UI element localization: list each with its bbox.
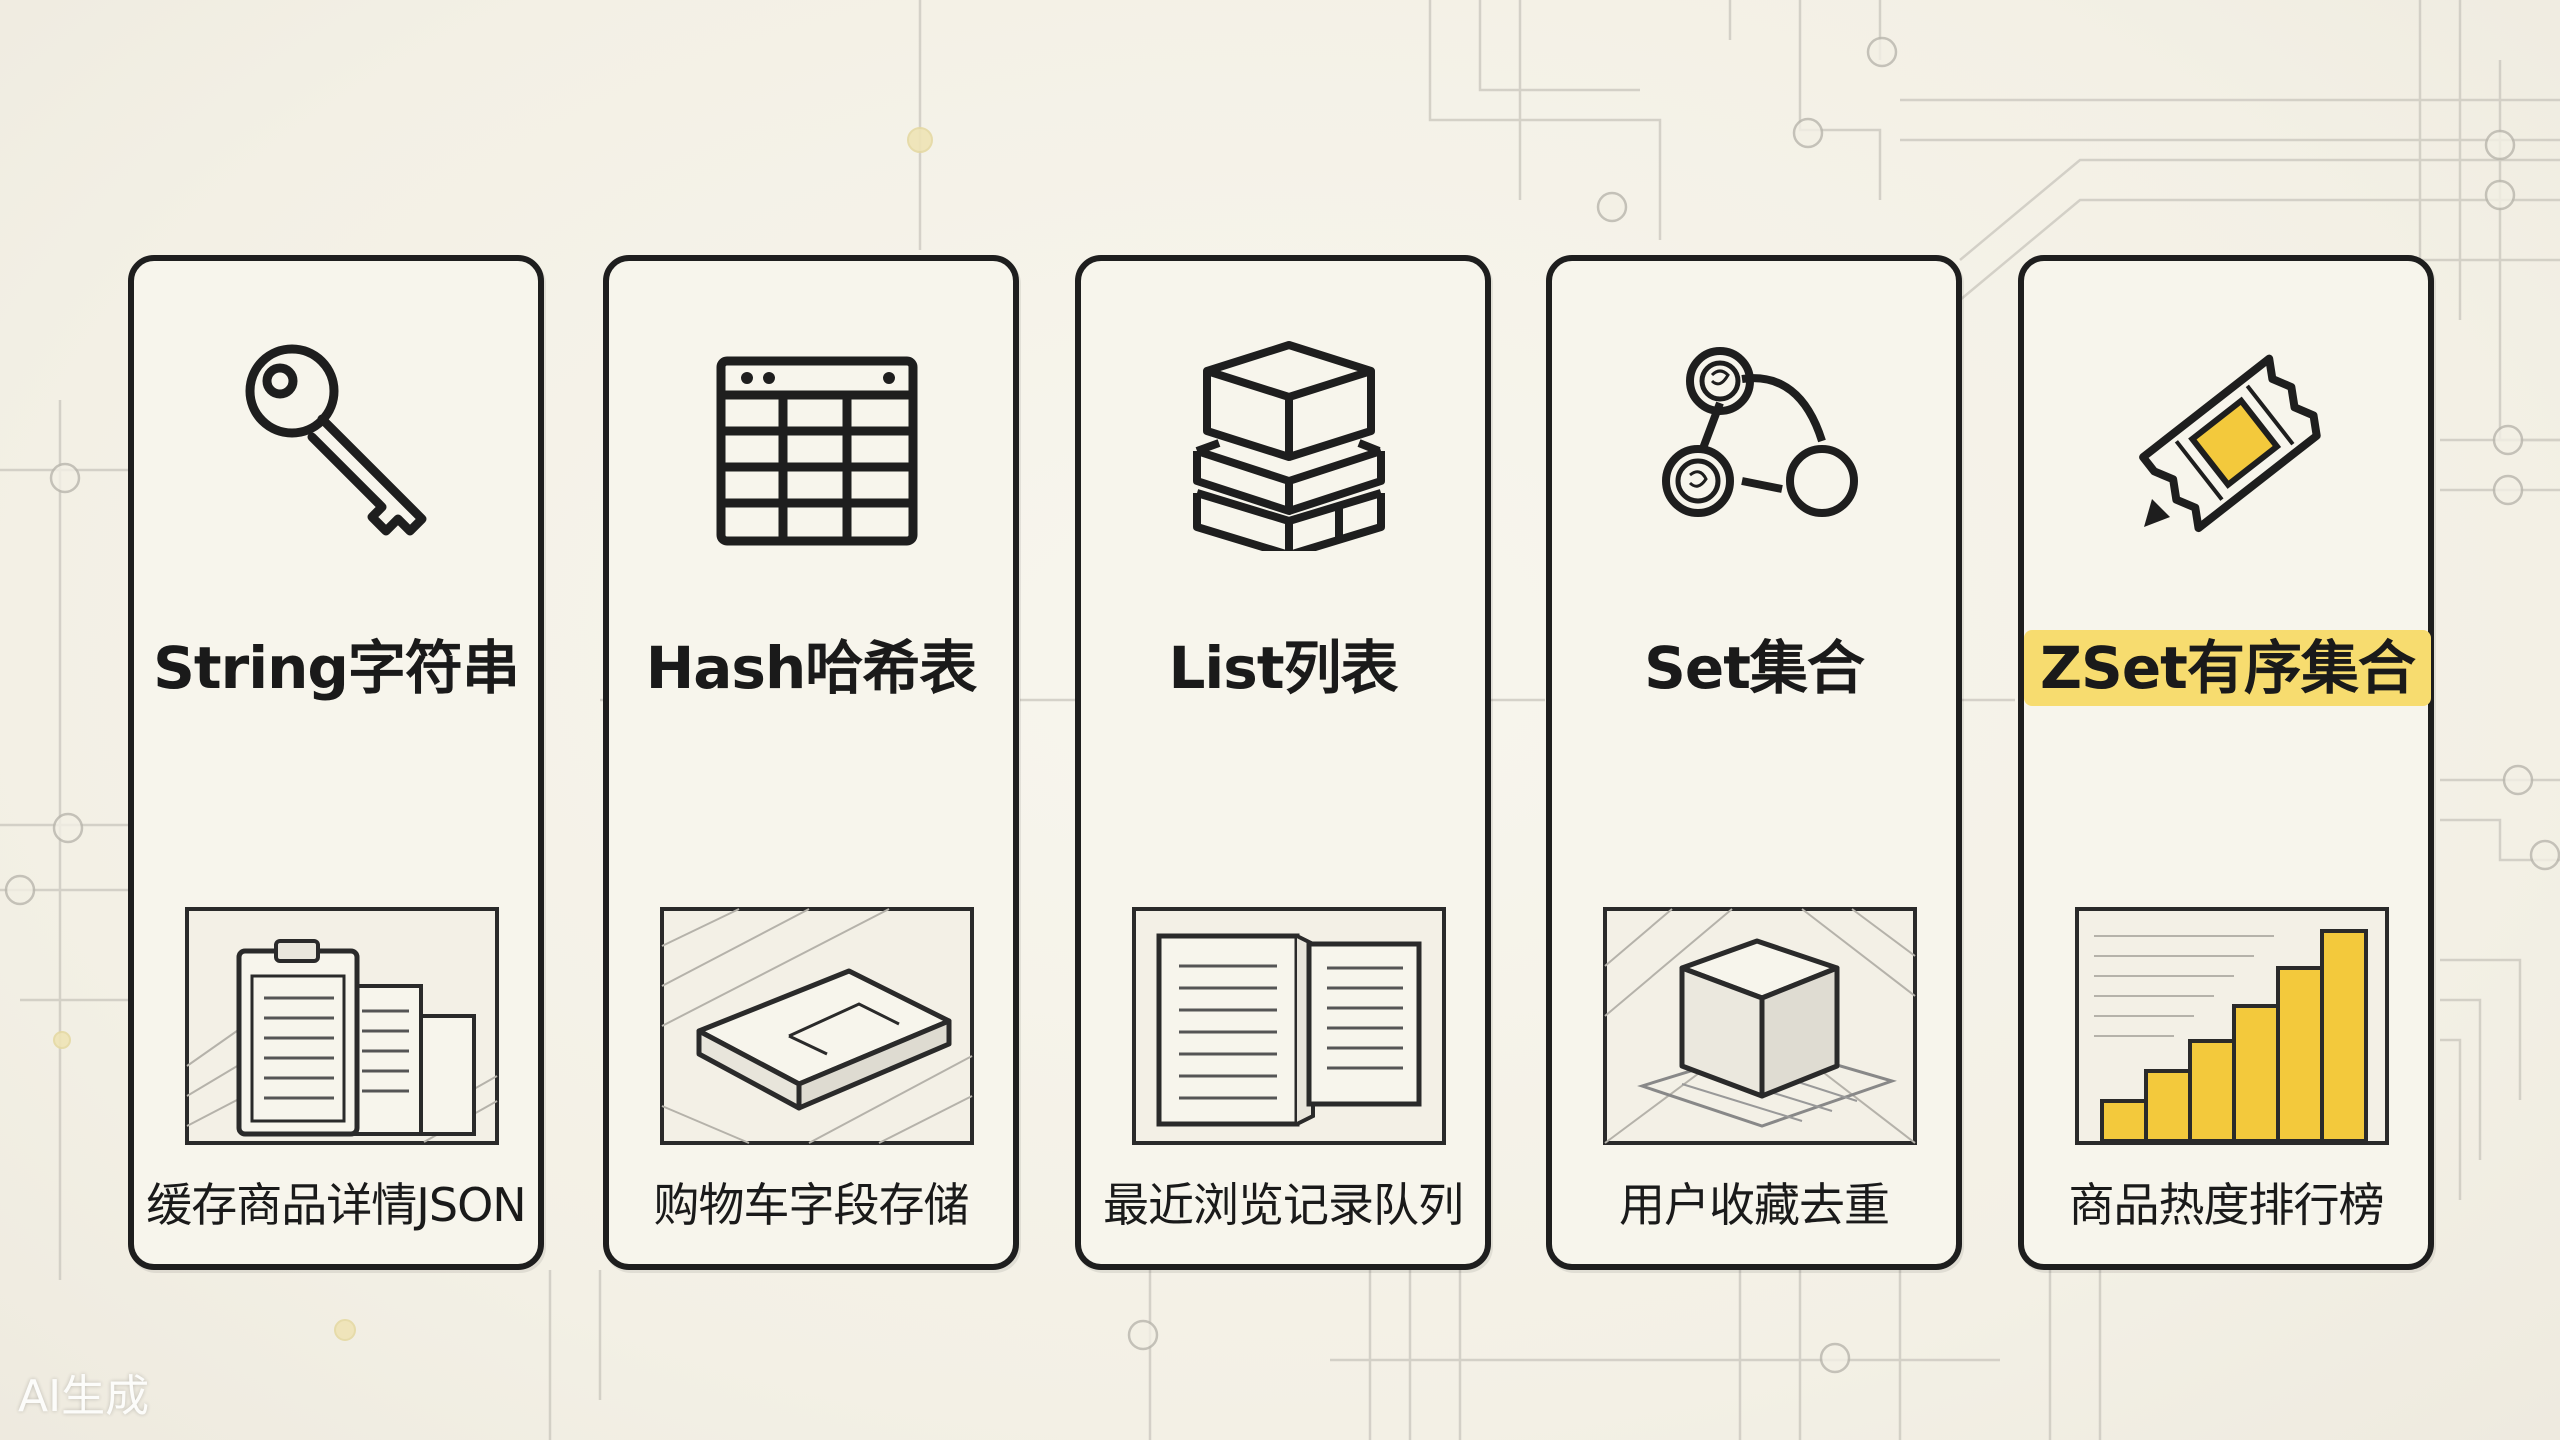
- document-clipboard-illustration: [185, 907, 499, 1145]
- stacked-boxes-icon: [1193, 341, 1385, 551]
- card-title: Set集合: [1644, 634, 1865, 702]
- ticket-icon: [2139, 354, 2321, 533]
- cube-on-platform-illustration: [1603, 907, 1917, 1145]
- card-string: String字符串 缓存商品详情JSON: [128, 255, 544, 1270]
- card-title: List列表: [1168, 634, 1398, 702]
- card-caption: 商品热度排行榜: [2068, 1178, 2385, 1232]
- card-set: Set集合 用户收藏去重: [1546, 255, 1962, 1270]
- card-list: List列表 最近浏览记录队列: [1075, 255, 1491, 1270]
- card-caption: 最近浏览记录队列: [1103, 1178, 1464, 1232]
- card-caption: 购物车字段存储: [653, 1178, 970, 1232]
- key-icon: [245, 344, 427, 536]
- flat-box-illustration: [660, 907, 974, 1145]
- card-caption: 用户收藏去重: [1619, 1178, 1890, 1232]
- card-caption: 缓存商品详情JSON: [146, 1178, 526, 1232]
- ai-generated-watermark: AI生成: [18, 1371, 150, 1422]
- card-title: Hash哈希表: [645, 634, 978, 702]
- card-hash: Hash哈希表 购物车字段存储: [603, 255, 1019, 1270]
- highlighted-title: ZSet有序集合: [2024, 630, 2431, 706]
- card-title: ZSet有序集合: [2024, 621, 2431, 706]
- table-grid-icon: [716, 356, 918, 546]
- open-documents-illustration: [1132, 907, 1446, 1145]
- card-zset: ZSet有序集合 商品热度排行榜: [2018, 255, 2434, 1270]
- connected-nodes-icon: [1662, 347, 1858, 517]
- card-title: String字符串: [153, 634, 520, 702]
- ranking-bar-chart-illustration: [2075, 907, 2389, 1145]
